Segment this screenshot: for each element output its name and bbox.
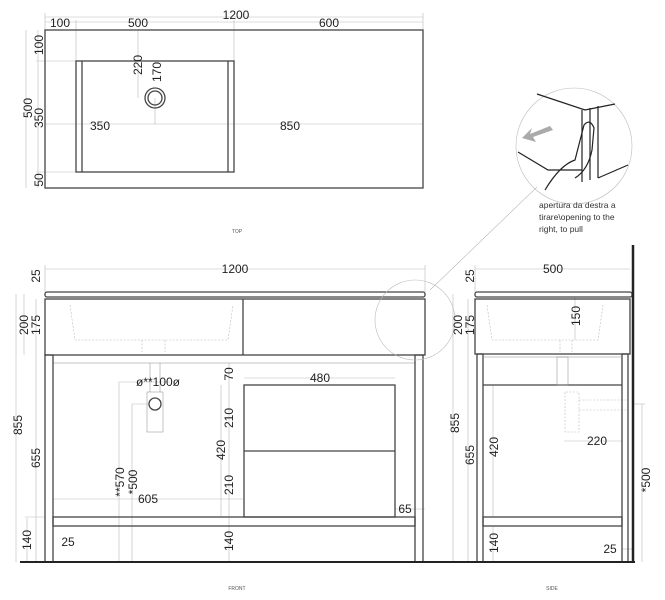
view-label-top: TOP	[232, 229, 243, 235]
dim-side-top-thickness: 25	[463, 269, 477, 283]
view-label-side: SIDE	[546, 586, 558, 592]
basin-hidden-outline-side	[486, 304, 627, 433]
detail-note-line-1: apertura da destra a	[539, 200, 616, 210]
dim-top-total-width: 1200	[223, 8, 250, 22]
dim-front-leg-inset: 25	[61, 535, 75, 549]
dim-front-apron-height: 175	[29, 315, 43, 335]
basin-outline	[75, 60, 235, 173]
dim-side-total-depth: 500	[543, 262, 563, 276]
dim-front-drawer-width: 480	[310, 371, 330, 385]
dim-front-top-height: 200	[17, 315, 31, 335]
dim-front-waste-diameter: ø**100ø	[136, 375, 181, 389]
dim-side-total-height: 855	[448, 413, 462, 433]
apron-side	[474, 298, 631, 355]
dim-side-basin-depth: 150	[569, 306, 583, 326]
leg-right	[414, 354, 424, 563]
dim-front-drawer-upper: 210	[222, 408, 236, 428]
dim-front-base-height-mid: 140	[222, 531, 236, 551]
detail-callout-circle	[374, 279, 456, 361]
dim-front-total-height: 855	[11, 415, 25, 435]
dim-side-waste-height: *500	[639, 467, 653, 492]
view-label-front: FRONT	[228, 586, 245, 592]
dim-top-drain-left: 350	[90, 119, 110, 133]
dim-top-drain-back: 220	[131, 55, 145, 75]
leg-left	[44, 354, 54, 563]
front-dimension-lines	[15, 265, 426, 562]
dim-side-wall-gap: 25	[603, 542, 617, 556]
top-view: 1200 100 500 600 500 100 350 50 220 170 …	[21, 8, 424, 235]
siphon-icon	[146, 363, 164, 433]
dim-top-left-offset: 100	[50, 16, 70, 30]
dim-side-top-height: 200	[451, 315, 465, 335]
dim-side-drawer-height: 420	[487, 437, 501, 457]
leg-side-front	[476, 353, 484, 563]
dim-top-front-offset: 50	[32, 173, 46, 187]
dim-side-base-height: 140	[487, 533, 501, 553]
base-rail	[52, 516, 416, 527]
countertop-front	[44, 291, 426, 298]
dim-front-drawer-gap: 70	[222, 367, 236, 381]
hand-pull-illustration	[517, 93, 629, 191]
basin-hidden-outline	[69, 304, 234, 352]
opening-detail: apertura da destra a tirare\opening to t…	[515, 87, 633, 234]
dim-side-apron-height: 175	[463, 315, 477, 335]
dim-front-waste-offset: 605	[138, 492, 158, 506]
countertop-side	[474, 291, 633, 298]
dim-front-drawer-lower: 210	[222, 475, 236, 495]
apron-front	[44, 298, 426, 356]
dim-front-frame-height: 655	[29, 448, 43, 468]
side-dimension-lines	[452, 265, 645, 562]
front-view: 1200 25 200 175 855 655 140 25 **570 *50…	[11, 186, 538, 592]
dim-top-basin-depth: 350	[32, 108, 46, 128]
detail-circle	[515, 87, 633, 205]
dim-front-total-width: 1200	[222, 262, 249, 276]
dim-top-right-width: 600	[319, 16, 339, 30]
detail-note-line-3: right, to pull	[539, 224, 583, 234]
dim-front-waste-height-1: **570	[113, 467, 127, 497]
pull-arrow-icon	[522, 126, 553, 142]
dim-top-back-offset: 100	[32, 35, 46, 55]
drain-icon	[144, 87, 166, 109]
dim-front-top-thickness: 25	[29, 269, 43, 283]
dim-front-base-height: 140	[20, 530, 34, 550]
countertop-outline	[44, 29, 424, 189]
dim-front-drawer-side: 65	[398, 502, 412, 516]
leg-side-back	[621, 353, 629, 563]
base-rail-side	[482, 516, 623, 527]
dim-top-depth: 500	[21, 98, 35, 118]
dim-top-drain-right: 850	[280, 119, 300, 133]
side-view: 500 25 200 175 150 855 655 420 220 *500 …	[440, 245, 653, 592]
detail-note-line-2: tirare\opening to the	[539, 212, 615, 222]
dim-top-drain-radius: 170	[150, 62, 164, 82]
dim-top-basin-width: 500	[128, 16, 148, 30]
dim-front-drawer-total: 420	[214, 440, 228, 460]
detail-leader-line	[429, 186, 538, 291]
dim-side-frame-height: 655	[463, 445, 477, 465]
dim-side-waste-offset: 220	[587, 434, 607, 448]
top-dimension-lines	[25, 13, 424, 188]
dim-front-waste-height-2: *500	[126, 469, 140, 494]
